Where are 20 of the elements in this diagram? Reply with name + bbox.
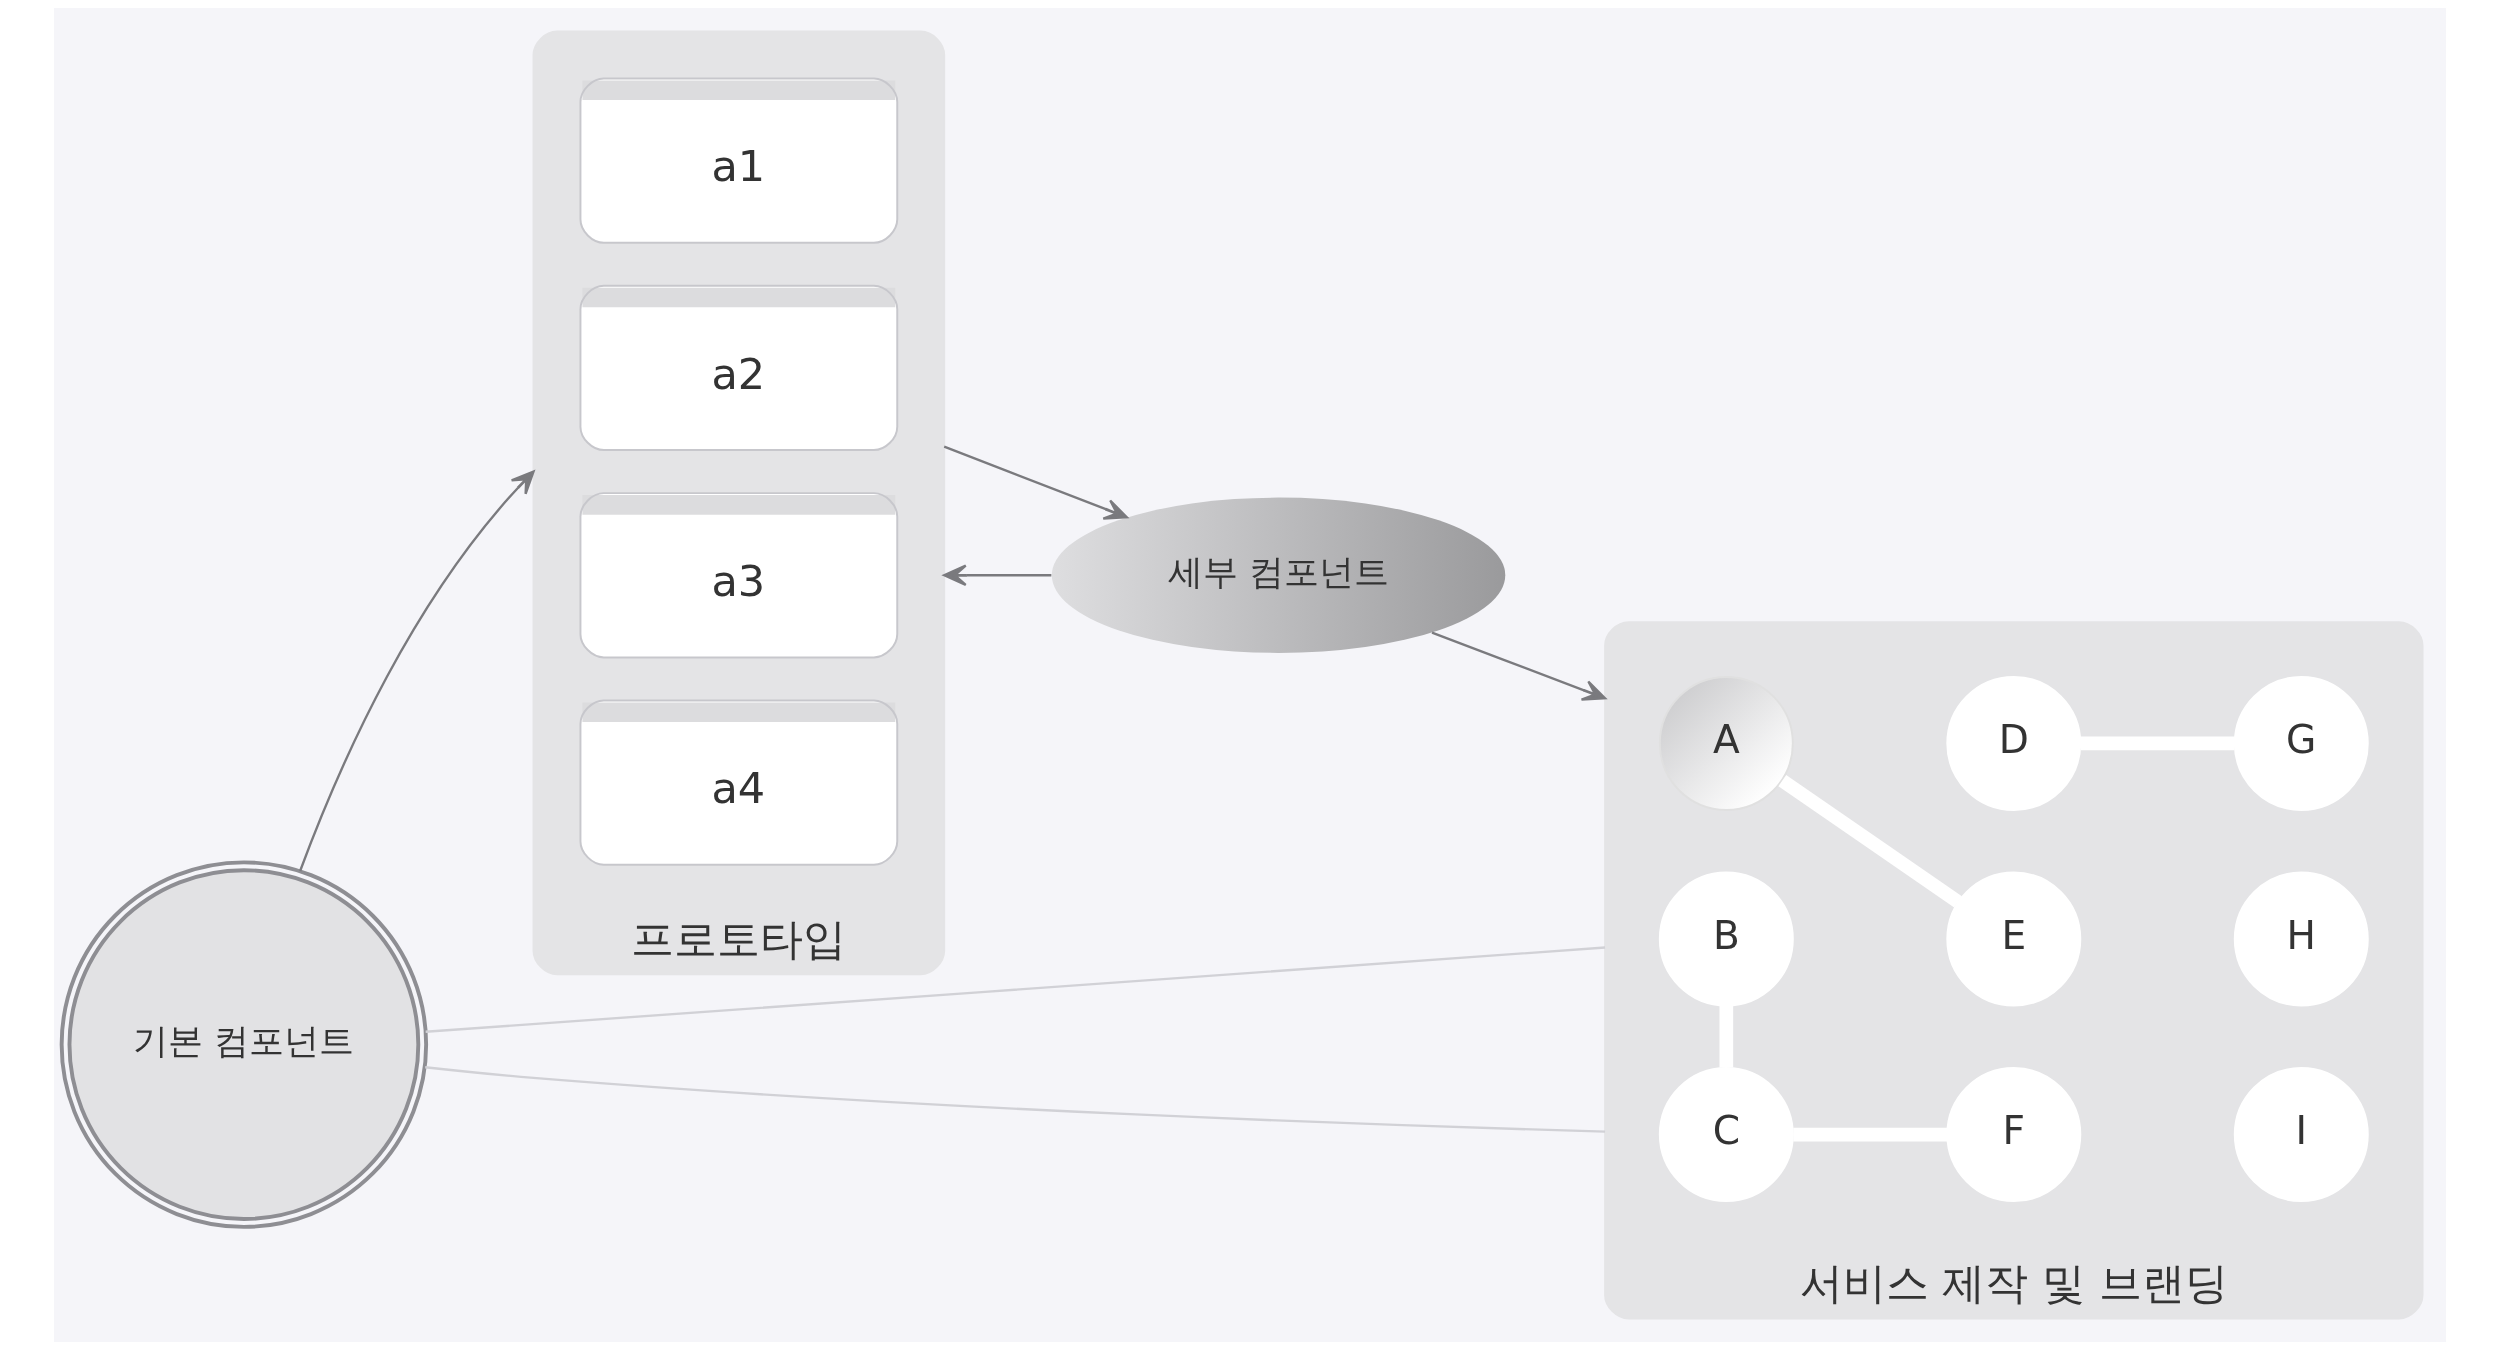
node-circle: C — [1658, 1067, 1794, 1203]
connector — [425, 1066, 1606, 1133]
node-circle: G — [2233, 676, 2369, 811]
connector — [1793, 1127, 1948, 1142]
connector — [1719, 1005, 1734, 1068]
node-circle: B — [1658, 871, 1794, 1007]
arrow — [1431, 631, 1607, 701]
connector — [425, 946, 1606, 1033]
node-circle: A — [1658, 676, 1794, 811]
node-circle: D — [1946, 676, 2082, 811]
arrow — [943, 564, 1052, 587]
connector — [1778, 775, 1962, 908]
node-circle: 기본 컴포넌트 — [59, 860, 429, 1229]
node-circle: H — [2233, 871, 2369, 1007]
node-circle: F — [1946, 1067, 2082, 1203]
connector — [2080, 736, 2235, 751]
arrow — [299, 470, 535, 872]
arrow — [943, 445, 1128, 520]
node-circle: E — [1946, 871, 2082, 1007]
node-circle: I — [2233, 1067, 2369, 1203]
